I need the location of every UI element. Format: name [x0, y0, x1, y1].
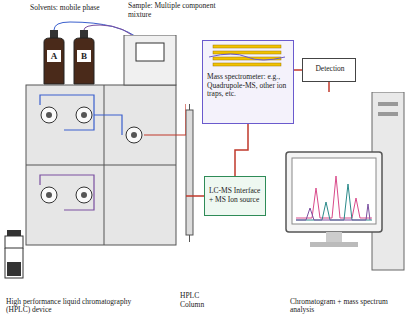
- tubing-connector: [328, 82, 330, 92]
- column-label: HPLC Column: [180, 292, 224, 309]
- computer-illustration: [282, 92, 406, 282]
- hplc-column: [186, 104, 193, 242]
- detection-box: Detection: [302, 58, 356, 82]
- text-holder: Detection: [307, 65, 353, 74]
- text-holder: High performance liquid chromatography (…: [6, 298, 146, 315]
- text-holder: LC-MS Interface + MS Ion source: [209, 187, 263, 204]
- sample-vial: [4, 248, 28, 288]
- node-text: High performance liquid chromatography (…: [6, 298, 146, 315]
- quadrupole-rods: [203, 41, 291, 71]
- bottle-letter: A: [47, 51, 61, 61]
- node-text: Detection: [307, 65, 353, 74]
- tubing-connector: [294, 69, 302, 71]
- tubing-connector: [186, 195, 204, 197]
- text-holder: Chromatogram + mass spectrum analysis: [290, 298, 402, 315]
- node-text: LC-MS Interface + MS Ion source: [209, 187, 263, 204]
- node-text: Chromatogram + mass spectrum analysis: [290, 298, 402, 315]
- computer-workstation: Chromatogram + mass spectrum analysis: [282, 92, 406, 317]
- tubing-connector: [235, 124, 248, 176]
- solvent-label: Solvents: mobile phase: [30, 4, 140, 13]
- sample-label: Sample: Multiple component mixture: [128, 2, 238, 19]
- hplc-device: High performance liquid chromatography (…: [4, 35, 186, 317]
- mass-spectrometer-box: Mass spectrometer: e.g., Quadrupole-MS, …: [202, 40, 294, 124]
- interface-box: LC-MS Interface + MS Ion source: [204, 176, 266, 216]
- hplc-illustration: [4, 35, 186, 250]
- text-holder: Mass spectrometer: e.g., Quadrupole-MS, …: [207, 73, 291, 99]
- node-text: Mass spectrometer: e.g., Quadrupole-MS, …: [207, 73, 291, 99]
- bottle-letter: B: [77, 51, 91, 61]
